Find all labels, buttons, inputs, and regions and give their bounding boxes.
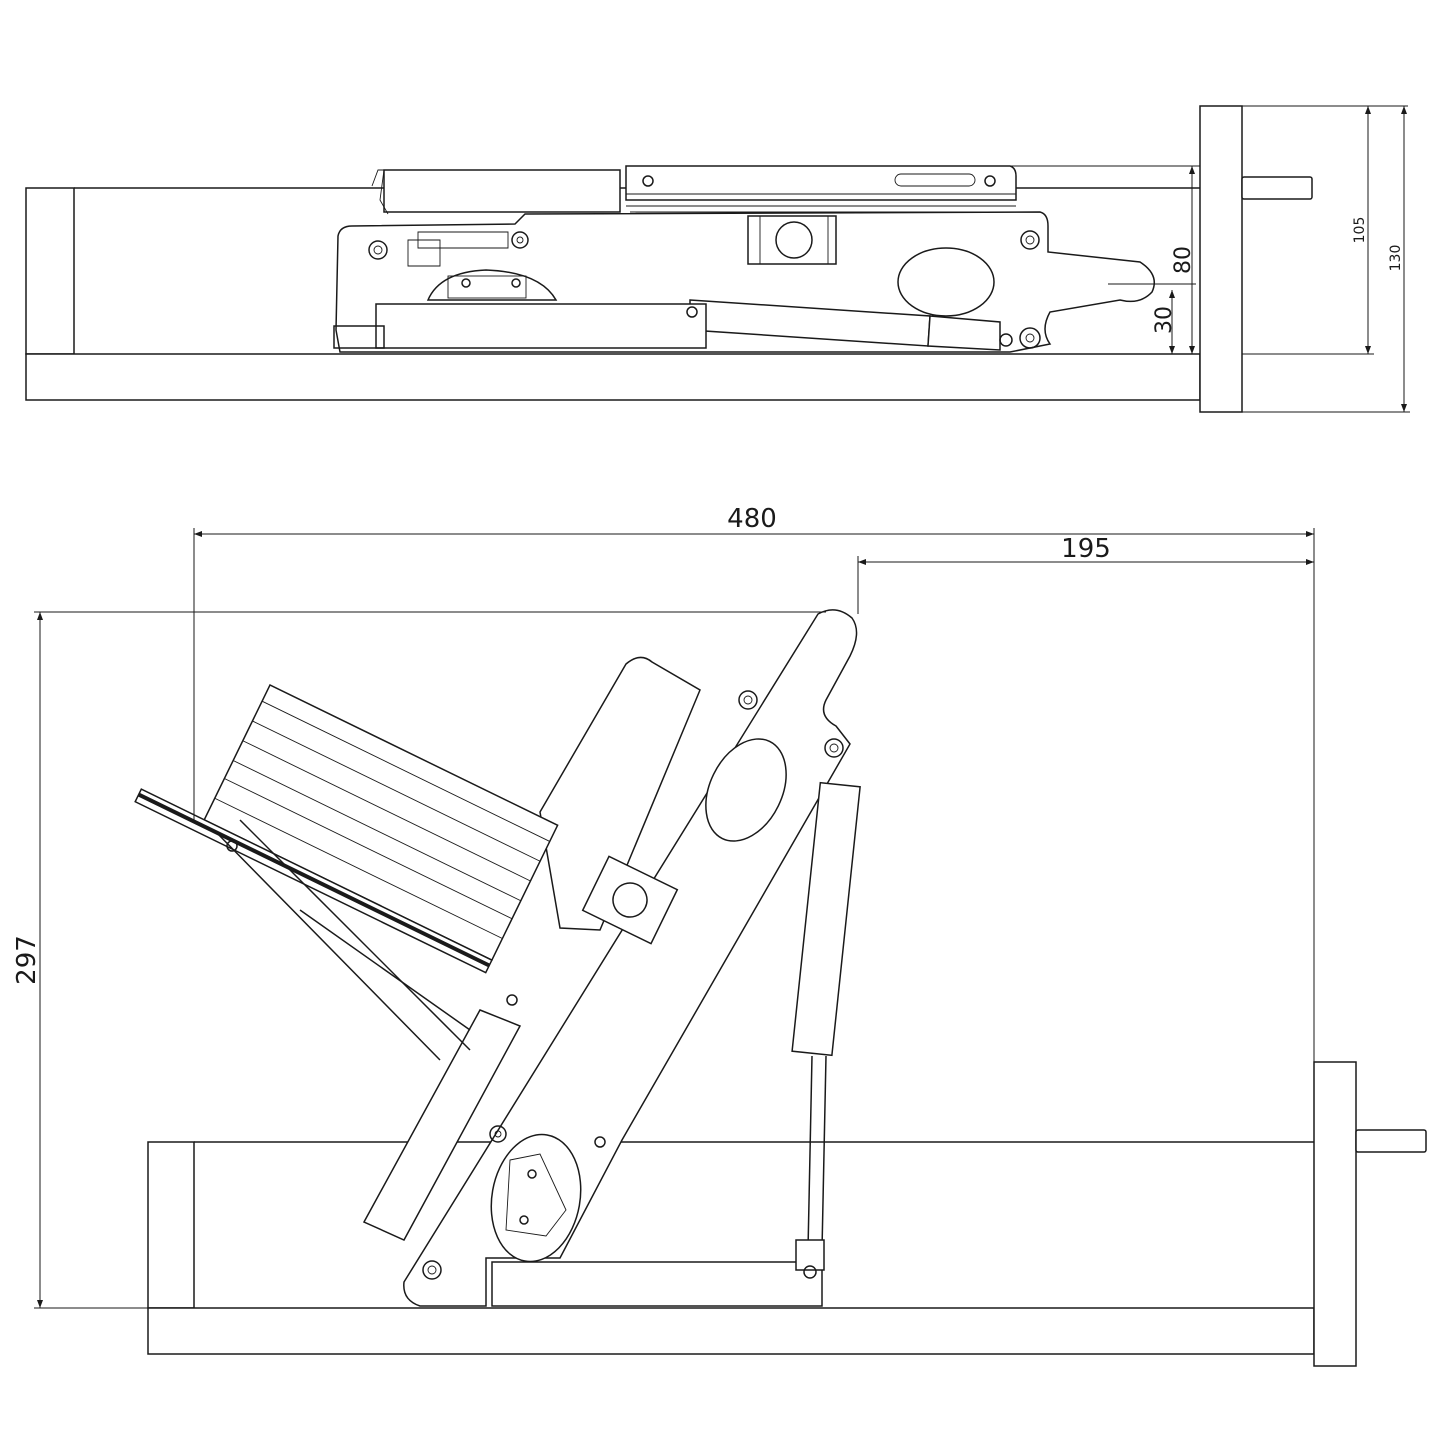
dimension-195: 195 bbox=[857, 534, 1314, 614]
mechanism-open bbox=[134, 609, 861, 1307]
dimension-480: 480 bbox=[193, 504, 1315, 1062]
closed-view: 30 80 105 130 bbox=[25, 105, 1410, 413]
cabinet-section-open bbox=[147, 1061, 1427, 1367]
mechanism-closed bbox=[333, 165, 1155, 353]
dimension-80: 80 bbox=[1010, 165, 1200, 354]
dimension-297-label: 297 bbox=[12, 935, 42, 985]
dimension-130: 130 bbox=[1242, 106, 1410, 413]
dimension-105: 105 bbox=[1242, 105, 1408, 355]
dimension-80-label: 80 bbox=[1171, 246, 1196, 274]
dimension-297: 297 bbox=[12, 611, 826, 1309]
dimension-105-label: 105 bbox=[1352, 217, 1368, 244]
dimension-30-label: 30 bbox=[1152, 306, 1177, 334]
dimension-30: 30 bbox=[1108, 283, 1196, 354]
dimension-195-label: 195 bbox=[1061, 534, 1111, 564]
open-view: 480 195 297 bbox=[12, 504, 1427, 1367]
dimension-480-label: 480 bbox=[727, 504, 777, 534]
dimension-130-label: 130 bbox=[1388, 245, 1404, 272]
